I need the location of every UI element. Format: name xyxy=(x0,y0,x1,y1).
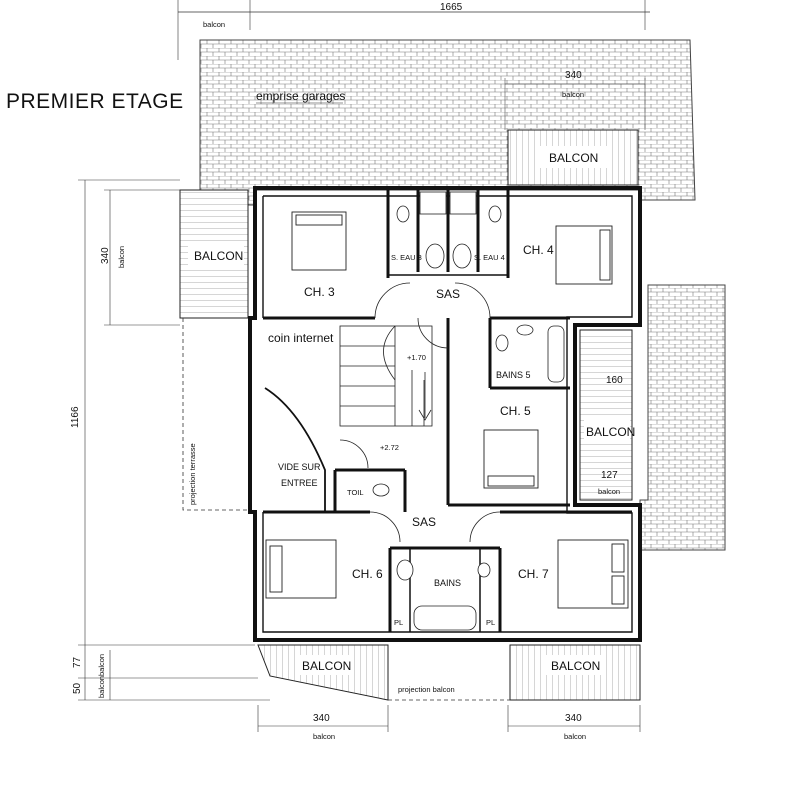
staircase xyxy=(339,325,433,427)
dim-127-sub: balcon xyxy=(598,487,620,496)
dim-left-1166: 1166 xyxy=(70,406,81,428)
room-ch5-label: CH. 5 xyxy=(500,404,531,418)
level-170-label: +1.70 xyxy=(407,353,426,362)
dim-bottom-left-sub: balcon xyxy=(313,732,335,741)
room-seau4-label: S. EAU 4 xyxy=(474,253,505,262)
roof-tiles-right xyxy=(639,284,726,551)
room-seau3-label: S. EAU 3 xyxy=(391,253,422,262)
dim-340-top-right-sub: balcon xyxy=(562,90,584,99)
room-bains5-label: BAINS 5 xyxy=(496,370,531,380)
room-ch6-label: CH. 6 xyxy=(352,567,383,581)
room-sas-bottom-label: SAS xyxy=(412,515,436,529)
void-curve-wall xyxy=(264,387,326,512)
room-ch4-label: CH. 4 xyxy=(523,243,554,257)
coin-internet-label: coin internet xyxy=(268,331,334,345)
level-272-label: +2.72 xyxy=(380,443,399,452)
room-ch3-label: CH. 3 xyxy=(304,285,335,299)
balcony-right xyxy=(579,329,633,501)
room-bains-label: BAINS xyxy=(434,578,461,588)
toil-label: TOIL xyxy=(347,488,364,497)
beds xyxy=(265,211,629,609)
room-ch7-label: CH. 7 xyxy=(518,567,549,581)
dim-160: 160 xyxy=(606,375,623,386)
room-sas-top-label: SAS xyxy=(436,287,460,301)
dim-77-sub: balcon xyxy=(97,654,106,676)
dim-50-sub: balcon xyxy=(97,676,106,698)
balcony-bottom-right-label: BALCON xyxy=(551,659,600,673)
interior-walls xyxy=(263,190,632,632)
emprise-garages-label: emprise garages xyxy=(256,89,345,103)
dim-left-340: 340 xyxy=(100,247,111,264)
dim-127: 127 xyxy=(601,470,618,481)
pl-right-label: PL xyxy=(486,618,495,627)
dim-50: 50 xyxy=(72,682,83,694)
vide-label-line1: VIDE SUR xyxy=(278,462,321,472)
balcony-bottom-left-label: BALCON xyxy=(302,659,351,673)
dim-bottom-right: 340 xyxy=(565,713,582,724)
dim-top-total: 1665 xyxy=(440,2,463,13)
sanitary-fixtures xyxy=(372,191,565,631)
projection-balcon-label: projection balcon xyxy=(398,685,455,694)
dim-bottom-right-sub: balcon xyxy=(564,732,586,741)
vide-label-line2: ENTREE xyxy=(281,478,318,488)
dim-340-top-right: 340 xyxy=(565,70,582,81)
dim-bottom-left: 340 xyxy=(313,713,330,724)
projection-terrasse-label: projection terrasse xyxy=(188,443,197,505)
pl-left-label: PL xyxy=(394,618,403,627)
balcony-right-label: BALCON xyxy=(586,425,635,439)
dim-left-340-sub: balcon xyxy=(117,246,126,268)
page-title: PREMIER ETAGE xyxy=(6,90,184,113)
dim-top-balcon: balcon xyxy=(203,20,225,29)
balcony-left-label: BALCON xyxy=(194,249,243,263)
balcony-top-right-label: BALCON xyxy=(549,151,598,165)
dim-77: 77 xyxy=(72,656,83,668)
